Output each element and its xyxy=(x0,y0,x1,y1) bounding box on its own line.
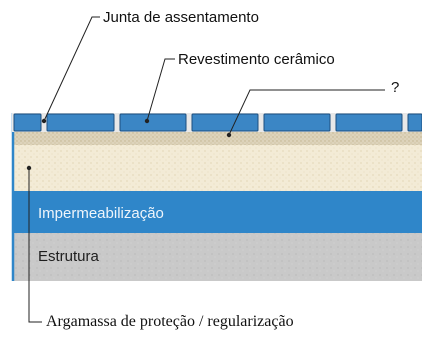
layer-label-impermeabilizacao: Impermeabilização xyxy=(38,205,164,222)
leader-argamassa-dot xyxy=(26,165,32,171)
layer-label-estrutura: Estrutura xyxy=(38,248,99,265)
leader-unknown xyxy=(228,89,385,136)
label-argamassa: Argamassa de proteção / regularização xyxy=(46,313,294,330)
label-revestimento: Revestimento cerâmico xyxy=(178,51,335,68)
leader-unknown-dot xyxy=(226,132,232,138)
leader-revestimento xyxy=(146,58,175,122)
label-unknown: ? xyxy=(391,79,400,96)
ceramic-tile xyxy=(335,113,403,132)
tile-row xyxy=(12,113,422,132)
structure-layer xyxy=(12,233,422,281)
setting-mortar-layer xyxy=(12,132,422,145)
leader-junta xyxy=(43,16,100,122)
ceramic-tile xyxy=(46,113,115,132)
ceramic-tile xyxy=(191,113,259,132)
ceramic-tile xyxy=(407,113,422,132)
leader-revestimento-dot xyxy=(144,118,150,124)
leader-argamassa xyxy=(28,168,42,323)
ceramic-tile xyxy=(13,113,42,132)
waterproofing-layer xyxy=(12,191,422,233)
protection-mortar-layer xyxy=(12,145,422,191)
ceramic-tile xyxy=(263,113,331,132)
leader-junta-dot xyxy=(41,118,47,124)
ceramic-tile xyxy=(119,113,187,132)
label-junta: Junta de assentamento xyxy=(103,9,259,26)
